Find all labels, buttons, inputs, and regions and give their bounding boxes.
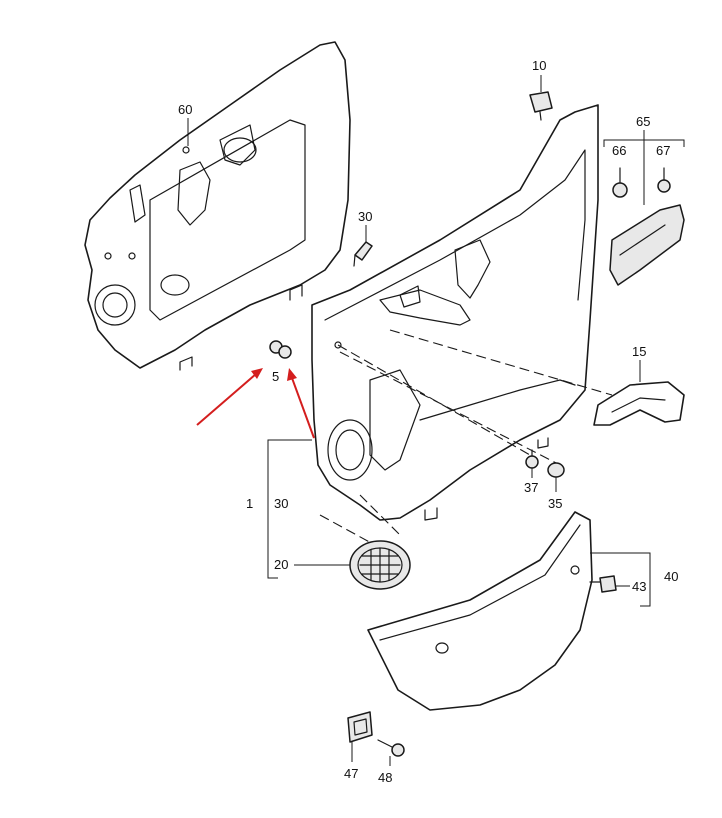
highlight-arrow-left: [196, 368, 263, 426]
callout-43: 43: [632, 579, 646, 594]
door-trim-panel-part-1: [311, 104, 599, 521]
highlight-arrow-right: [287, 368, 315, 439]
callout-47: 47: [344, 766, 358, 781]
clip-part-66: [612, 167, 628, 198]
retainer-part-30-upper: [353, 241, 373, 267]
handle-insert-part-65: [609, 204, 685, 286]
map-pocket-part-40: [367, 511, 593, 711]
callout-1: 1: [246, 496, 253, 511]
callout-40: 40: [664, 569, 678, 584]
clip-part-43: [589, 575, 617, 593]
speaker-grille-part-20: [349, 540, 411, 590]
callout-35: 35: [548, 496, 562, 511]
screw-part-48: [377, 739, 405, 757]
bracket-40: [590, 552, 651, 607]
callout-20: 20: [274, 557, 288, 572]
screw-part-37: [525, 449, 539, 469]
assembly-dashed-lines: [319, 329, 613, 546]
callout-67: 67: [656, 143, 670, 158]
callout-65: 65: [636, 114, 650, 129]
callout-48: 48: [378, 770, 392, 785]
callout-15: 15: [632, 344, 646, 359]
clip-part-5: [269, 340, 292, 359]
screw-part-67: [657, 167, 671, 193]
callout-37: 37: [524, 480, 538, 495]
pull-handle-part-15: [593, 381, 685, 426]
cap-part-35: [547, 462, 565, 478]
callout-30-lower: 30: [274, 496, 288, 511]
callout-10: 10: [532, 58, 546, 73]
clip-part-10: [529, 91, 553, 121]
callout-5: 5: [272, 369, 279, 384]
door-carrier-part-60: [84, 41, 351, 371]
callout-30-upper: 30: [358, 209, 372, 224]
bracket-part-47: [347, 711, 373, 743]
callout-66: 66: [612, 143, 626, 158]
callout-60: 60: [178, 102, 192, 117]
